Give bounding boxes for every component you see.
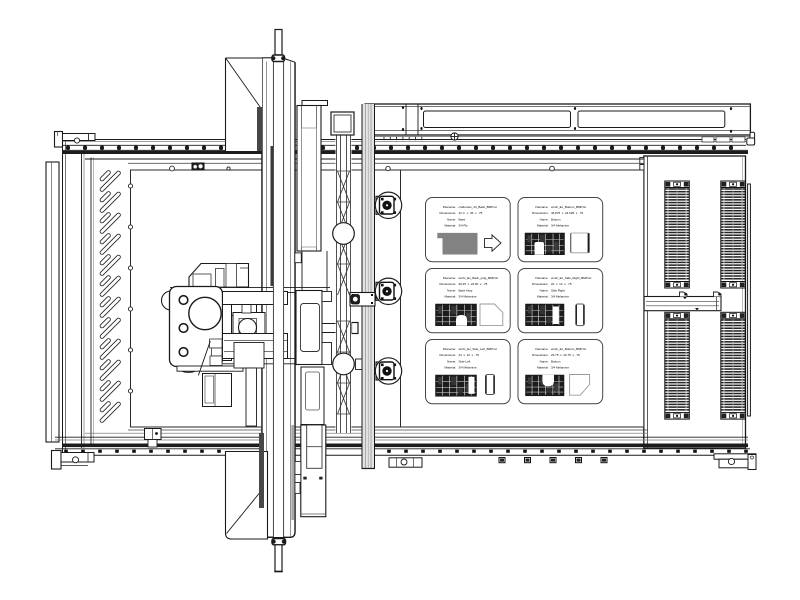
svg-text:Side Right: Side Right (551, 288, 565, 292)
svg-text:Filename:: Filename: (443, 347, 456, 351)
svg-text:Material:: Material: (444, 295, 456, 299)
svg-text:Name:: Name: (447, 288, 456, 292)
svg-text:wmfc_Ex_Side_Left_BMP.txt: wmfc_Ex_Side_Left_BMP.txt (459, 347, 497, 351)
svg-text:Side Left: Side Left (459, 359, 471, 363)
svg-text:3/4 Melamine: 3/4 Melamine (551, 295, 569, 299)
svg-text:Material:: Material: (537, 224, 549, 228)
svg-text:Name:: Name: (540, 217, 549, 221)
svg-text:Base: Base (459, 217, 466, 221)
svg-text:Filename:: Filename: (535, 347, 548, 351)
svg-text:Name:: Name: (540, 288, 549, 292)
svg-text:3/4 Melamine: 3/4 Melamine (551, 366, 569, 370)
svg-text:Dimensions:: Dimensions: (439, 211, 456, 215)
svg-text:23.75 x 22.75 x .75: 23.75 x 22.75 x .75 (551, 353, 580, 357)
svg-text:24 x 12 x .75: 24 x 12 x .75 (459, 353, 480, 357)
svg-text:Dimensions:: Dimensions: (532, 282, 549, 286)
svg-text:24 x 12 x .75: 24 x 12 x .75 (551, 282, 572, 286)
svg-text:Filename:: Filename: (535, 276, 548, 280)
svg-text:3/4 Melamine: 3/4 Melamine (459, 366, 477, 370)
svg-text:Filename:: Filename: (535, 205, 548, 209)
svg-text:Bottom: Bottom (551, 359, 561, 363)
svg-text:Dimensions:: Dimensions: (439, 353, 456, 357)
svg-text:Name:: Name: (447, 359, 456, 363)
svg-text:wmfc_Ex_Bottom_BMP.txt: wmfc_Ex_Bottom_BMP.txt (551, 347, 586, 351)
svg-text:3/4 Melamine: 3/4 Melamine (551, 224, 569, 228)
svg-text:12 ¾ x 36 x .75: 12 ¾ x 36 x .75 (459, 211, 483, 215)
svg-text:wmfc_Ex_Side_Right_BMP.txt: wmfc_Ex_Side_Right_BMP.txt (551, 276, 591, 280)
svg-text:Material:: Material: (444, 366, 456, 370)
svg-text:wmfc_Ex_Bottom_BMP.txt: wmfc_Ex_Bottom_BMP.txt (551, 205, 586, 209)
svg-text:Name:: Name: (447, 217, 456, 221)
svg-text:Filename:: Filename: (443, 205, 456, 209)
svg-text:29.25 x 22.50 x .75: 29.25 x 22.50 x .75 (459, 282, 488, 286)
svg-text:3/4 Melamine: 3/4 Melamine (459, 295, 477, 299)
svg-text:craftsman_24_Back_BMP.txt: craftsman_24_Back_BMP.txt (459, 205, 497, 209)
svg-text:wmfc_Ex_Back_pnlg_BMP.txt: wmfc_Ex_Back_pnlg_BMP.txt (459, 276, 499, 280)
svg-text:3/4 Ply: 3/4 Ply (459, 224, 469, 228)
svg-text:Material:: Material: (537, 295, 549, 299)
svg-text:Dimensions:: Dimensions: (532, 353, 549, 357)
svg-text:46.875 x 23 625 x .75: 46.875 x 23 625 x .75 (551, 211, 584, 215)
svg-text:Material:: Material: (444, 224, 456, 228)
svg-text:Dimensions:: Dimensions: (439, 282, 456, 286)
svg-text:Filename:: Filename: (443, 276, 456, 280)
svg-text:Material:: Material: (537, 366, 549, 370)
svg-text:Name:: Name: (540, 359, 549, 363)
svg-text:Back Assy: Back Assy (459, 288, 473, 292)
svg-text:Dimensions:: Dimensions: (532, 211, 549, 215)
svg-text:Bottom: Bottom (551, 217, 561, 221)
